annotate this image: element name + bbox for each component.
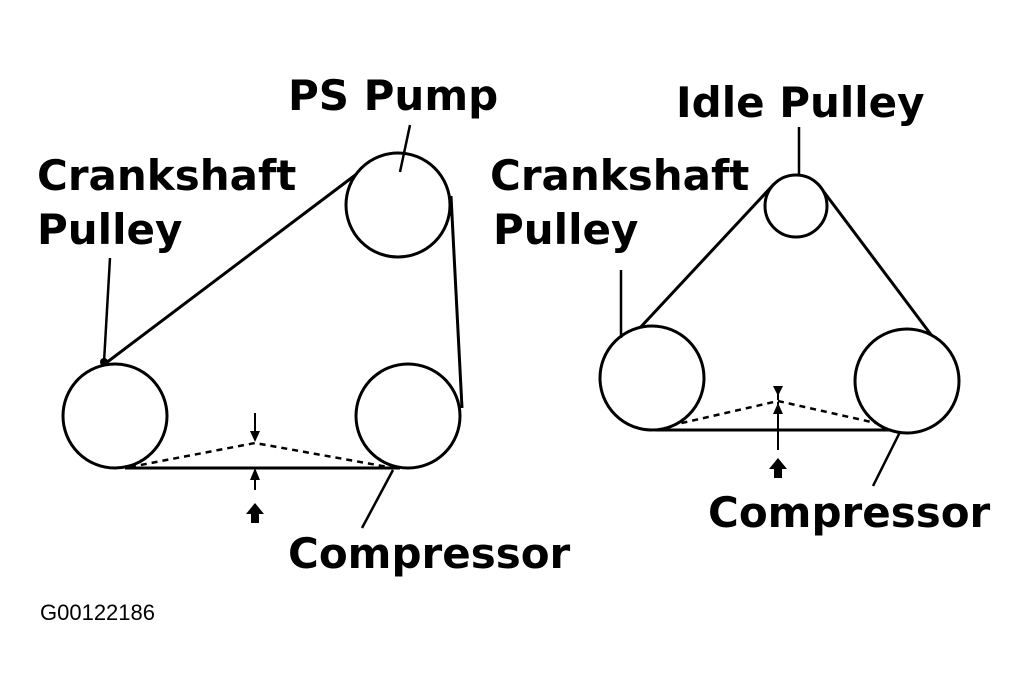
left-crankshaft-label-line1: Crankshaft bbox=[37, 151, 296, 200]
left-belt-deflected-dashed bbox=[129, 441, 389, 469]
left-crankshaft-leader bbox=[102, 257, 112, 363]
right-push-arrow-icon bbox=[769, 458, 787, 478]
left-belt-crank-to-ps bbox=[101, 168, 363, 368]
right-compressor-label: Compressor bbox=[708, 488, 991, 537]
left-push-arrow-icon bbox=[246, 503, 264, 523]
right-deflection-arrow-up-small-icon bbox=[773, 403, 783, 414]
right-belt-idle-to-compressor bbox=[816, 183, 946, 353]
right-crankshaft-pulley bbox=[598, 324, 706, 432]
left-crankshaft-pulley bbox=[61, 362, 169, 470]
left-ps-pump-label: PS Pump bbox=[288, 71, 498, 120]
left-ps-pump-leader bbox=[398, 124, 412, 173]
left-compressor-label: Compressor bbox=[288, 529, 571, 578]
right-crankshaft-label-line1: Crankshaft bbox=[490, 151, 749, 200]
right-compressor-pulley bbox=[853, 327, 961, 435]
right-belt-crank-to-idle bbox=[622, 182, 776, 347]
left-diagram: PS Pump Crankshaft Pulley Compressor bbox=[37, 71, 571, 578]
left-compressor-pulley bbox=[354, 362, 462, 470]
right-idle-pulley-label: Idle Pulley bbox=[676, 78, 925, 127]
left-ps-pump-pulley bbox=[344, 151, 452, 259]
right-belt-deflected-dashed bbox=[659, 399, 899, 430]
left-crankshaft-leader-dot bbox=[100, 358, 108, 366]
right-diagram: Idle Pulley Crankshaft Pulley Compressor bbox=[490, 78, 991, 537]
right-compressor-leader bbox=[871, 431, 902, 487]
right-deflection-arrow-down-icon bbox=[773, 386, 783, 396]
left-deflection-arrow-down-icon bbox=[250, 431, 260, 442]
right-idle-pulley bbox=[763, 173, 829, 239]
right-crankshaft-label-line2: Pulley bbox=[493, 205, 638, 254]
left-belt-ps-to-compressor bbox=[449, 195, 464, 409]
left-crankshaft-label-line2: Pulley bbox=[37, 205, 182, 254]
left-compressor-leader bbox=[360, 469, 395, 529]
figure-code: G00122186 bbox=[40, 600, 155, 625]
left-deflection-arrow-up-small-icon bbox=[250, 468, 260, 480]
